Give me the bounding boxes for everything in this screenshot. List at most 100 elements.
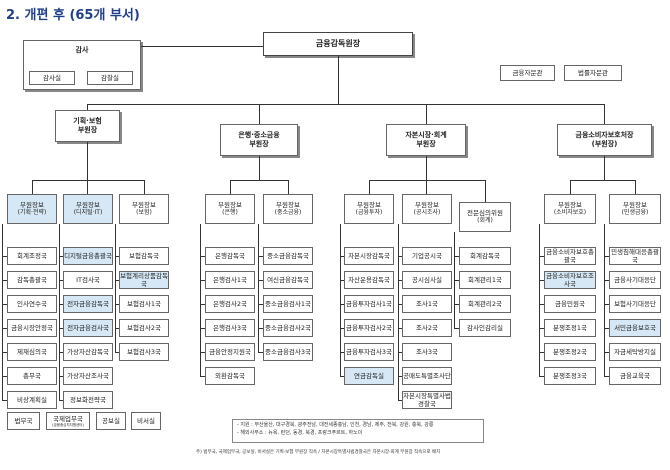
dept-label: 금융사기대응단 — [614, 276, 656, 284]
connector-c5 — [258, 224, 259, 352]
dept-label: 조사3국 — [415, 348, 439, 356]
advisor-financial: 금융자문관 — [500, 65, 555, 81]
dept-label: 금융소비자보호조사국 — [546, 272, 594, 288]
dept-label: 금융민원국 — [555, 300, 585, 308]
chair-label: 금융감독원장 — [315, 39, 361, 48]
dept-box: 자금세탁방지실 — [609, 343, 661, 361]
dept-label: 보험검사2국 — [126, 324, 162, 332]
dept-box: 디지털금융총괄국 — [63, 247, 113, 265]
dept-box: 분쟁조정3국 — [544, 367, 596, 385]
dept-label: 중소금융검사1국 — [265, 300, 311, 308]
dept-box: 보험검사2국 — [119, 319, 169, 337]
dept-box: 여신금융감독국 — [263, 271, 313, 289]
connector-c2 — [59, 224, 60, 400]
dept-box: 중소금융감독국 — [263, 247, 313, 265]
dept-box: 민생침해대응총괄국 — [609, 247, 661, 265]
dept-label: 회계관리2국 — [467, 300, 503, 308]
chair-box: 금융감독원장 — [263, 32, 413, 56]
dept-box: 가상자산감독국 — [63, 343, 113, 361]
dept-label: 금융안정지원국 — [209, 348, 251, 356]
dept-box: 공시심사실 — [402, 271, 452, 289]
assistant-banking: 부원장보(은행) — [205, 194, 255, 224]
dept-box: 조사3국 — [402, 343, 452, 361]
dept-label: 금융시장안정국 — [11, 324, 53, 332]
dept-label: 회계감독국 — [470, 252, 500, 260]
dept-box: 제재심의국 — [7, 343, 57, 361]
connector-c3 — [115, 224, 116, 352]
dept-label: 분쟁조정2국 — [552, 348, 588, 356]
dept-box: 인사연수국 — [7, 295, 57, 313]
dept-box: 금융민원국 — [544, 295, 596, 313]
assistant-planning-strategy: 부원장보(기획·전략) — [7, 194, 57, 224]
connector-c6 — [340, 224, 341, 376]
dept-label: 금융교육국 — [620, 372, 650, 380]
dept-box: 총무국 — [7, 367, 57, 385]
dept-box: 조사1국 — [402, 295, 452, 313]
dept-box: 회계감독국 — [459, 247, 511, 265]
dept-label: 기업공시국 — [412, 252, 442, 260]
dept-box: 조사2국 — [402, 319, 452, 337]
note-regional-offices: - 지원 : 부산울산, 대구경북, 광주전남, 대전세종충남, 인천, 경남,… — [237, 422, 434, 428]
dept-label: 인사연수국 — [17, 300, 47, 308]
dept-box: 보험검사1국 — [119, 295, 169, 313]
dept-box: 보험감독국 — [119, 247, 169, 265]
dept-label: 금융투자검사3국 — [346, 348, 392, 356]
assistant-digital-it: 부원장보(디지털·IT) — [63, 194, 113, 224]
dept-label: 가상자산조사국 — [67, 372, 109, 380]
assistant-accounting-committee: 전문심의위원(회계) — [459, 202, 511, 232]
notes-box: - 지원 : 부산울산, 대구경북, 광주전남, 대전세종충남, 인천, 경남,… — [232, 419, 484, 443]
dept-label: 분쟁조정3국 — [552, 372, 588, 380]
page-title: 2. 개편 후 (65개 부서) — [6, 8, 140, 23]
dept-label: 조사2국 — [415, 324, 439, 332]
connector-c1 — [2, 224, 3, 400]
dept-box: 중소금융검사1국 — [263, 295, 313, 313]
footer-note: 주) 법무국, 국제업무국, 공보실, 비서실은 기획·보험 부원장 직속 / … — [196, 450, 441, 455]
dept-box: 회계조정국 — [7, 247, 57, 265]
dept-label: 가상자산감독국 — [67, 348, 109, 356]
assistant-disclosure: 부원장보(공시조사) — [402, 194, 452, 224]
dept-label: 전자금융감독국 — [67, 300, 109, 308]
dept-box: 금융소비자보호총괄국 — [544, 247, 596, 265]
assistant-consumer: 부원장보(소비자보호) — [544, 194, 596, 224]
dept-box: 금융사기대응단 — [609, 271, 661, 289]
assistant-small-finance: 부원장보(중소금융) — [263, 194, 313, 224]
dept-label: 은행검사3국 — [212, 324, 248, 332]
dept-label: 보험검사1국 — [126, 300, 162, 308]
advisor-legal: 법률자문관 — [564, 65, 622, 81]
dept-label: IT검사국 — [76, 276, 100, 284]
dept-box: 보험사기대응단 — [609, 295, 661, 313]
dept-label: 회계관리1국 — [467, 276, 503, 284]
dept-box: 감독총괄국 — [7, 271, 57, 289]
dept-box: 금융교육국 — [609, 367, 661, 385]
dept-box: 중소금융검사3국 — [263, 343, 313, 361]
dept-label: 여신금융감독국 — [267, 276, 309, 284]
audit-unit-1: 감사실 — [29, 71, 75, 85]
dept-label: 전자금융검사국 — [67, 324, 109, 332]
dept-label: 은행감독국 — [215, 252, 245, 260]
dept-label: 금융투자검사1국 — [346, 300, 392, 308]
dept-box: 은행감독국 — [205, 247, 255, 265]
dept-box: 자본시장특별사법경찰국 — [402, 391, 452, 409]
dept-label: 분쟁조정1국 — [552, 324, 588, 332]
dept-box: 기업공시국 — [402, 247, 452, 265]
dept-label: 조사1국 — [415, 300, 439, 308]
dept-label: 감독총괄국 — [17, 276, 47, 284]
dept-label: 금융투자검사2국 — [346, 324, 392, 332]
dept-label: 공시심사실 — [412, 276, 442, 284]
dept-label: 중소금융감독국 — [267, 252, 309, 260]
dept-box: 은행검사3국 — [205, 319, 255, 337]
dept-box: 자산운용감독국 — [344, 271, 394, 289]
dept-label: 자산운용감독국 — [348, 276, 390, 284]
dept-box: 금융안정지원국 — [205, 343, 255, 361]
dept-box: 분쟁조정2국 — [544, 343, 596, 361]
dept-box: 보험검사3국 — [119, 343, 169, 361]
connector-c4 — [200, 224, 201, 376]
dept-label: 외환감독국 — [215, 372, 245, 380]
dept-box: IT검사국 — [63, 271, 113, 289]
dept-label: 정보화전략국 — [70, 396, 106, 404]
dept-box: 서민금융보호국 — [609, 319, 661, 337]
dept-box: 감사인감리실 — [459, 319, 511, 337]
